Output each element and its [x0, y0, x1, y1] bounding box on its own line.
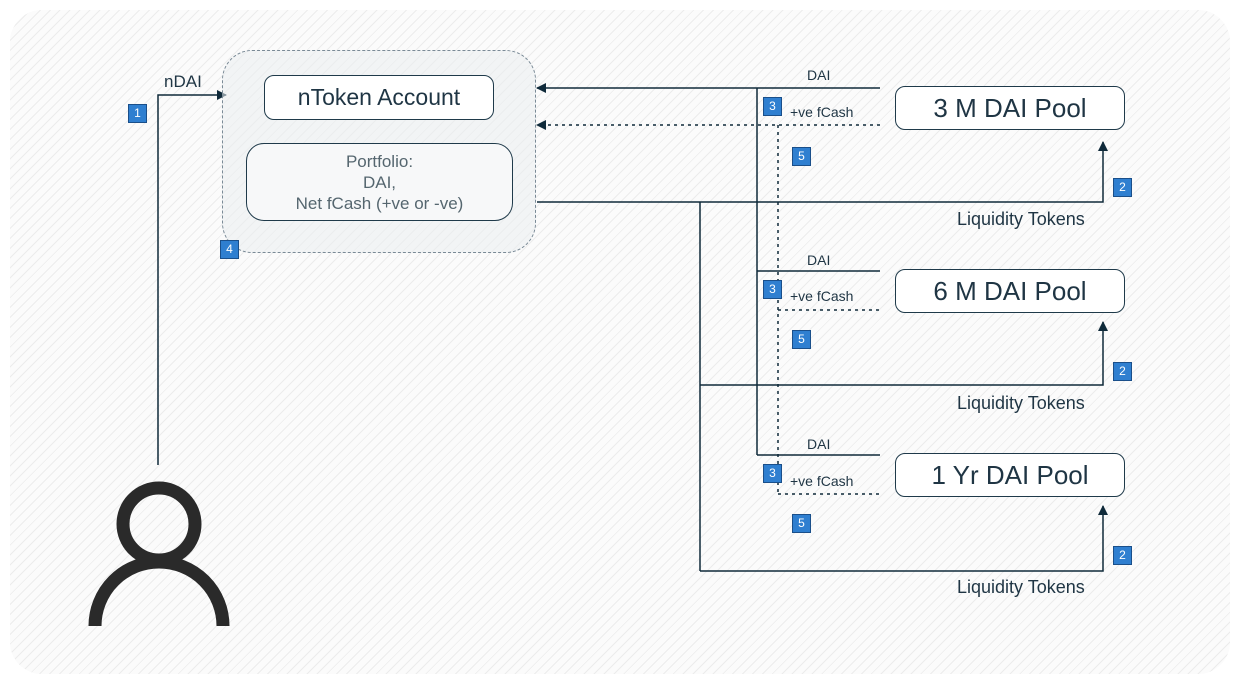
ntoken-account-box: nToken Account: [264, 75, 494, 120]
portfolio-line3: Net fCash (+ve or -ve): [295, 193, 464, 213]
ntoken-account-label: nToken Account: [297, 84, 461, 110]
liquidity-line-3m: [537, 141, 1108, 203]
dai-label-6m: DAI: [807, 252, 831, 268]
liquidity-label-3m: Liquidity Tokens: [957, 209, 1085, 229]
fcash-label-6m: +ve fCash: [790, 288, 854, 304]
pool-6m-box: 6 M DAI Pool: [895, 269, 1125, 313]
pool-3m-label: 3 M DAI Pool: [933, 92, 1087, 123]
step-5-badge-6m: 5: [792, 330, 811, 349]
portfolio-line2: DAI,: [362, 172, 397, 192]
portfolio-line1: Portfolio:: [345, 151, 414, 171]
step-2-badge-3m: 2: [1113, 178, 1132, 197]
liquidity-line-1y: [700, 505, 1108, 572]
fcash-label-3m: +ve fCash: [790, 104, 854, 120]
step-4-badge: 4: [220, 240, 239, 259]
pool-1y-box: 1 Yr DAI Pool: [895, 453, 1125, 497]
liquidity-line-6m: [700, 321, 1108, 386]
fcash-label-1y: +ve fCash: [790, 473, 854, 489]
step-3-badge-6m: 3: [763, 280, 782, 299]
liquidity-label-6m: Liquidity Tokens: [957, 393, 1085, 413]
ndai-label: nDAI: [164, 72, 202, 91]
step-5-badge-3m: 5: [792, 147, 811, 166]
step-3-badge-1y: 3: [763, 464, 782, 483]
ndai-flow-line: [157, 90, 227, 465]
liquidity-label-1y: Liquidity Tokens: [957, 577, 1085, 597]
step-1-badge: 1: [128, 104, 147, 123]
step-3-badge-3m: 3: [763, 97, 782, 116]
step-2-badge-1y: 2: [1113, 546, 1132, 565]
pool-1y-label: 1 Yr DAI Pool: [931, 459, 1089, 490]
dai-label-1y: DAI: [807, 436, 831, 452]
dai-label-3m: DAI: [807, 67, 831, 83]
pool-6m-label: 6 M DAI Pool: [933, 275, 1087, 306]
portfolio-box: Portfolio: DAI, Net fCash (+ve or -ve): [246, 143, 513, 221]
step-5-badge-1y: 5: [792, 514, 811, 533]
step-2-badge-6m: 2: [1113, 362, 1132, 381]
pool-3m-box: 3 M DAI Pool: [895, 86, 1125, 130]
